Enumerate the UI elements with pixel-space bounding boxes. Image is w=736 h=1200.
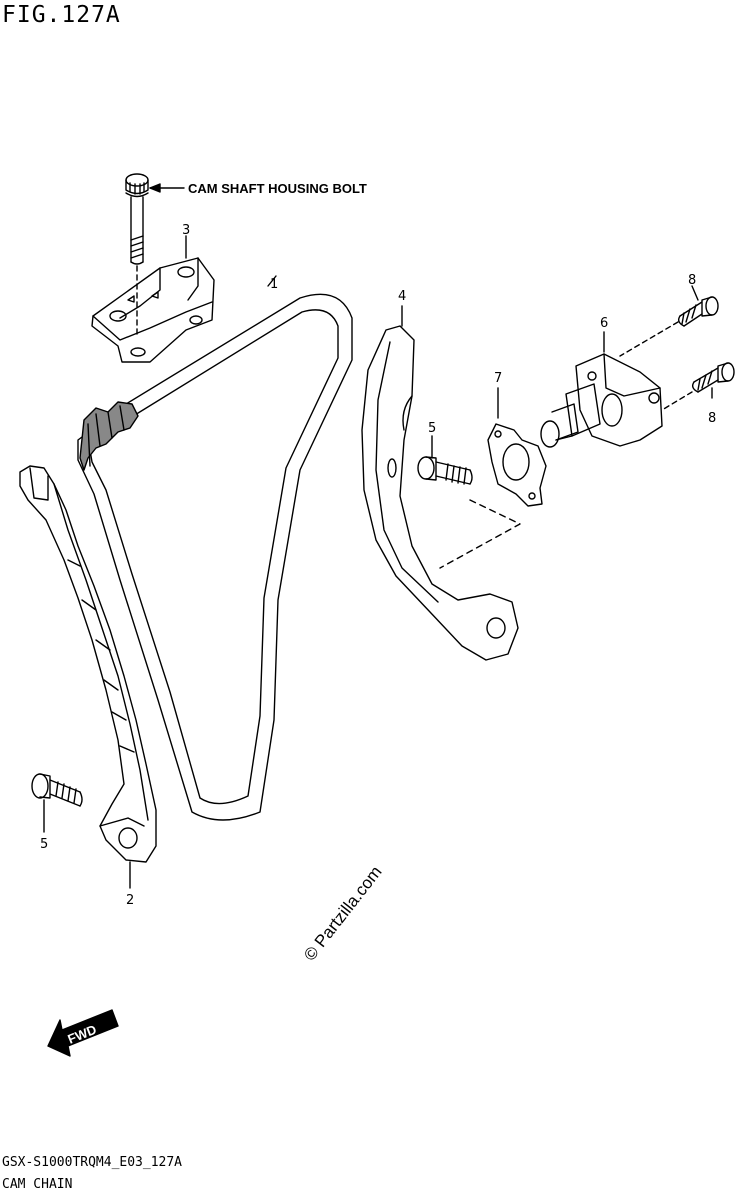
bolt-to-gasket-dash: [439, 499, 521, 569]
screw-upper[interactable]: [677, 296, 719, 327]
part-number: 5: [40, 837, 48, 852]
bolt-right[interactable]: [417, 456, 473, 485]
fwd-arrow: [47, 1009, 119, 1057]
housing-bolt-callout: CAM SHAFT HOUSING BOLT: [188, 181, 367, 196]
housing-bolt-arrowhead: [149, 183, 161, 193]
chain-guide[interactable]: [19, 465, 157, 863]
watermark: © Partzilla.com: [300, 862, 386, 964]
screw-upper-dash: [619, 321, 679, 357]
bolt-left[interactable]: [31, 773, 83, 807]
figure-title: FIG.127A: [2, 2, 121, 28]
part-number: 8: [708, 411, 716, 426]
part-number: 3: [182, 223, 190, 238]
housing-bolt[interactable]: [125, 173, 149, 339]
cam-chain[interactable]: [77, 293, 353, 821]
part-number: 4: [398, 289, 406, 304]
part-number: 8: [688, 273, 696, 288]
figure-name: CAM CHAIN: [2, 1177, 73, 1192]
screw-lower[interactable]: [691, 362, 735, 393]
fwd-label: FWD: [66, 1022, 99, 1047]
chain-leader: [267, 275, 277, 287]
part-number: 7: [494, 371, 502, 386]
figure-code: GSX-S1000TRQM4_E03_127A: [2, 1155, 183, 1170]
part-number: 1: [270, 277, 278, 292]
gasket[interactable]: [487, 423, 547, 507]
screw-lower-dash: [661, 391, 693, 411]
adjuster[interactable]: [540, 353, 663, 448]
part-number: 6: [600, 316, 608, 331]
part-number: 2: [126, 893, 134, 908]
holder[interactable]: [91, 257, 215, 363]
part-number: 5: [428, 421, 436, 436]
screw-upper-leader: [691, 285, 699, 301]
tensioner-arm[interactable]: [361, 325, 519, 661]
